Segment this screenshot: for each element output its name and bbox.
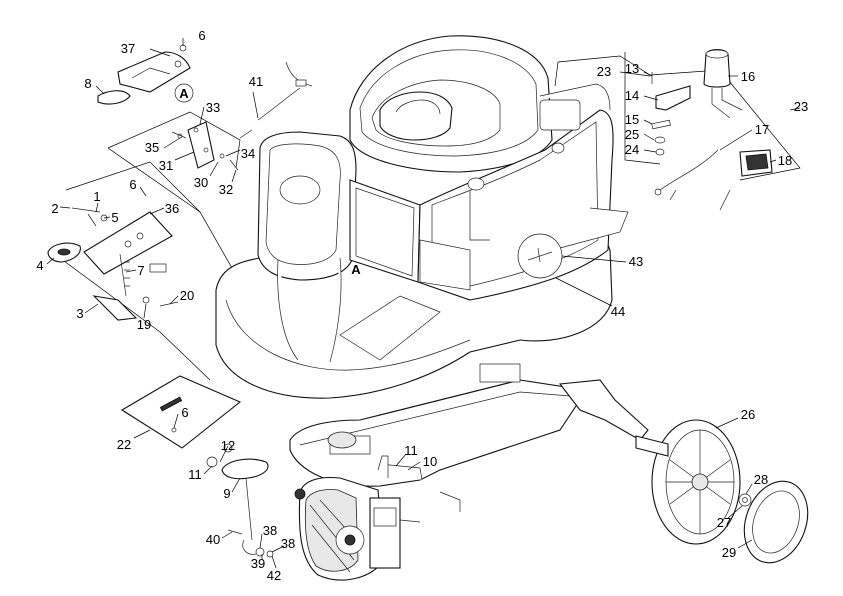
callout-22: 22 [117, 437, 131, 452]
callout-1: 1 [93, 189, 100, 204]
callout-38: 38 [263, 523, 277, 538]
callout-6: 6 [129, 177, 136, 192]
callout-8: 8 [84, 76, 91, 91]
callout-40: 40 [206, 532, 220, 547]
callout-24: 24 [625, 142, 639, 157]
pedal-linkage [206, 443, 274, 558]
callout-23: 23 [794, 99, 808, 114]
callout-32: 32 [219, 182, 233, 197]
callout-18: 18 [778, 153, 792, 168]
callout-44: 44 [611, 304, 625, 319]
small-parts-upper-right [651, 48, 773, 211]
callout-6: 6 [198, 28, 205, 43]
callout-33: 33 [206, 100, 220, 115]
detail-ring-43 [517, 233, 563, 279]
callout-27: 27 [717, 515, 731, 530]
callout-37: 37 [121, 41, 135, 56]
group-box-lines [59, 52, 801, 381]
callout-4: 4 [36, 258, 43, 273]
callout-labels: 1 2 3 4 5 6 6 6 7 8 9 10 11 11 12 13 14 … [36, 28, 808, 583]
callout-11: 11 [404, 443, 418, 458]
leader-lines [46, 38, 801, 569]
callout-15: 15 [625, 112, 639, 127]
callout-28: 28 [754, 472, 768, 487]
callout-9: 9 [223, 486, 230, 501]
machine-main-body [215, 35, 629, 399]
callout-7: 7 [137, 263, 144, 278]
callout-2: 2 [51, 201, 58, 216]
callout-13: 13 [625, 61, 639, 76]
callout-30: 30 [194, 175, 208, 190]
callout-38: 38 [281, 536, 295, 551]
callout-42: 42 [267, 568, 281, 583]
reference-marker-label: A [351, 262, 361, 277]
callout-16: 16 [741, 69, 755, 84]
callout-31: 31 [159, 158, 173, 173]
reference-marker-a-body: A [351, 262, 361, 277]
callout-10: 10 [423, 454, 437, 469]
callout-12: 12 [221, 438, 235, 453]
small-parts-upper-left [47, 44, 313, 449]
callout-25: 25 [625, 127, 639, 142]
callout-5: 5 [111, 210, 118, 225]
callout-36: 36 [165, 201, 179, 216]
callout-26: 26 [741, 407, 755, 422]
callout-20: 20 [180, 288, 194, 303]
reference-marker-label: A [179, 86, 189, 101]
callout-11: 11 [188, 467, 202, 482]
callout-3: 3 [76, 306, 83, 321]
callout-41: 41 [249, 74, 263, 89]
callout-35: 35 [145, 140, 159, 155]
callout-43: 43 [629, 254, 643, 269]
callout-14: 14 [625, 88, 639, 103]
chassis-frame [289, 363, 649, 581]
callout-6: 6 [181, 405, 188, 420]
callout-17: 17 [755, 122, 769, 137]
callout-34: 34 [241, 146, 255, 161]
rear-wheel-assembly [635, 419, 809, 564]
callout-29: 29 [722, 545, 736, 560]
callout-23: 23 [597, 64, 611, 79]
callout-39: 39 [251, 556, 265, 571]
callout-19: 19 [137, 317, 151, 332]
reference-marker-a-top: A [174, 83, 194, 103]
